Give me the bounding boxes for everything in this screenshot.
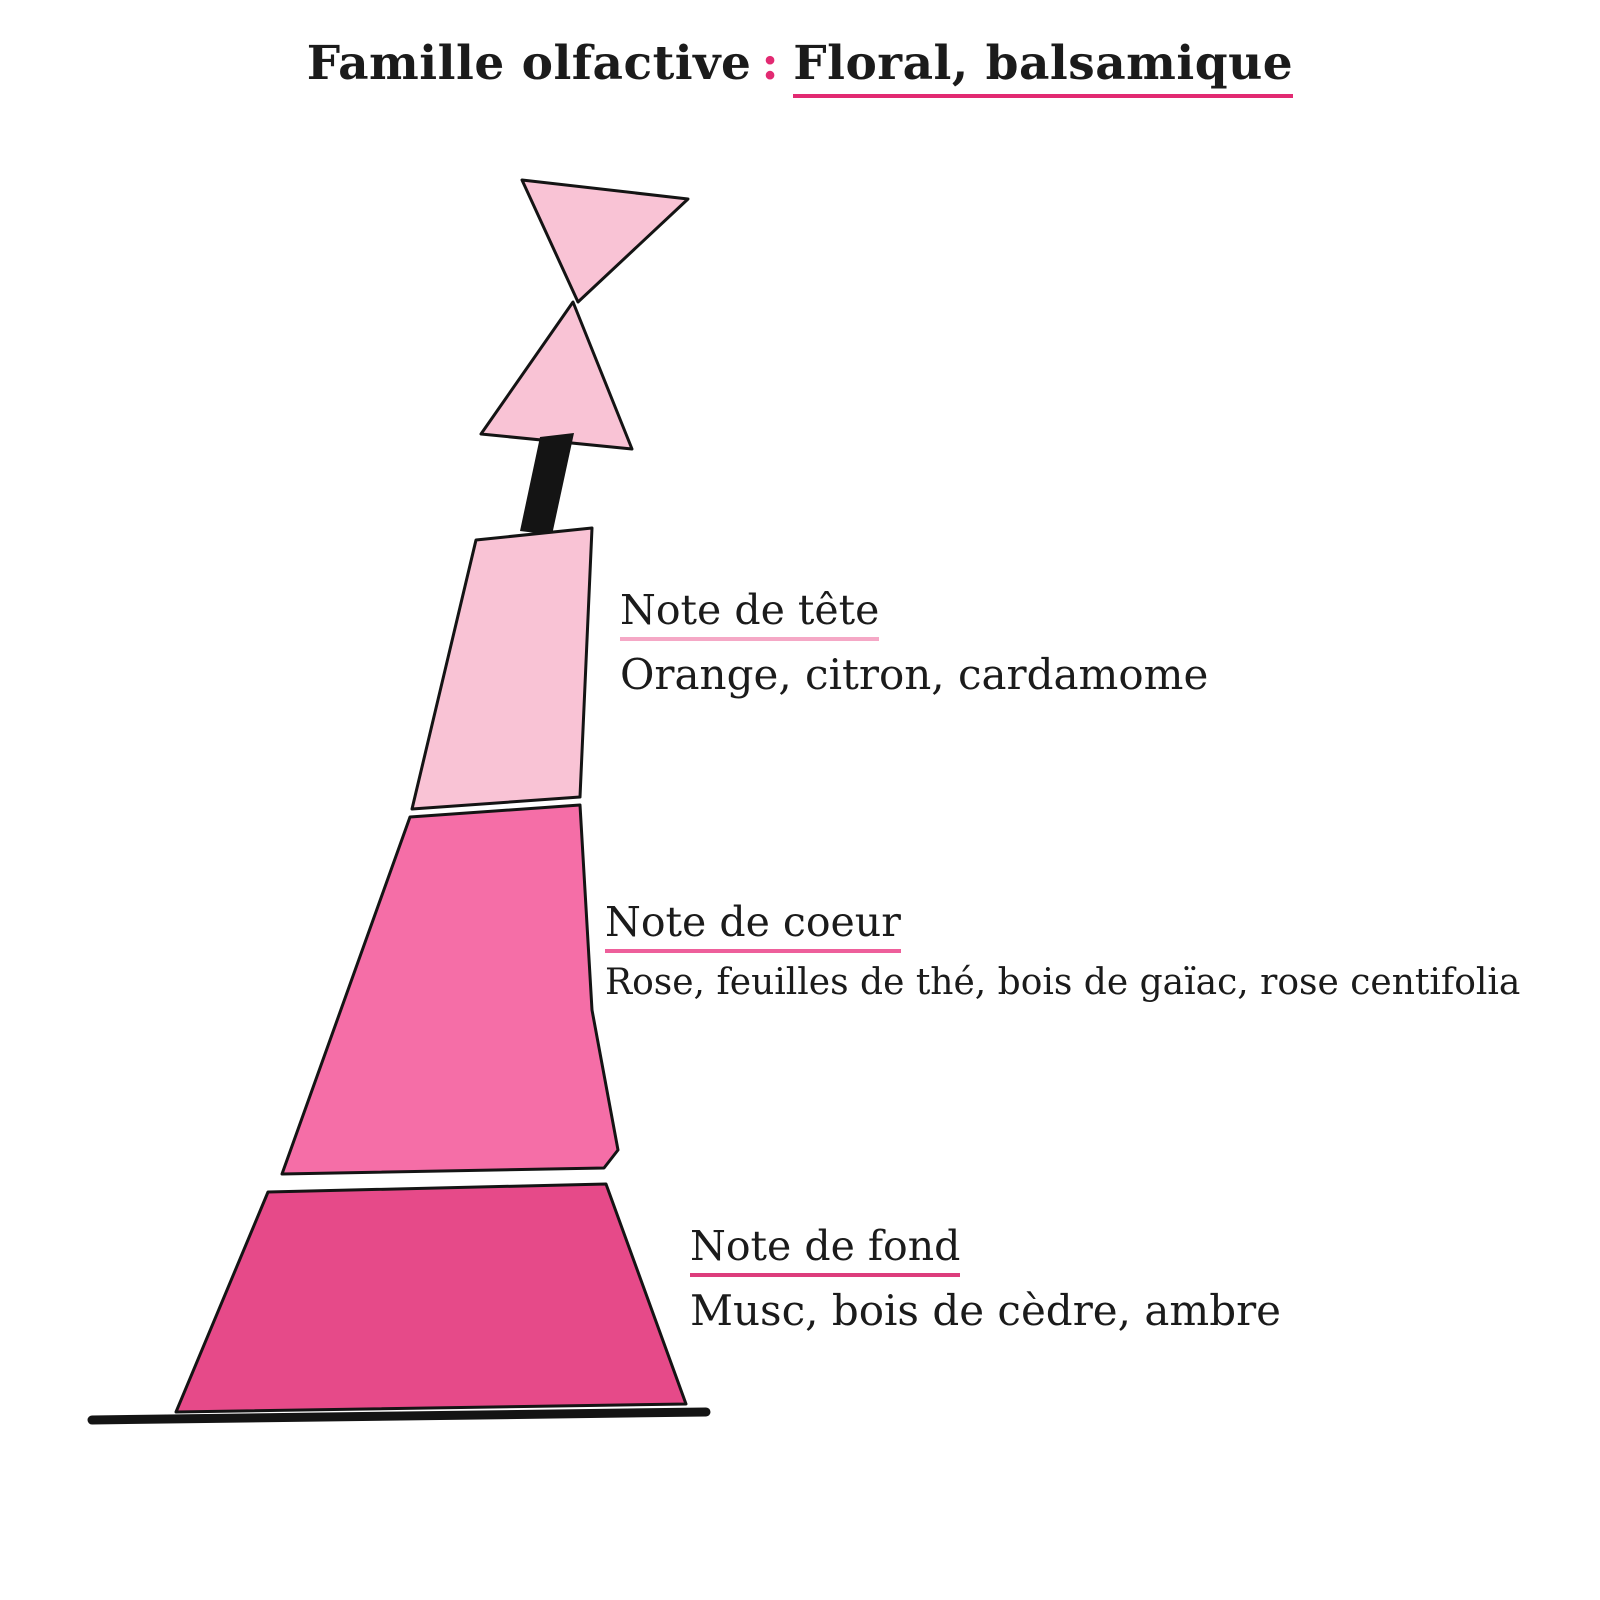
top-note-segment-shape — [410, 526, 594, 811]
note-coeur-block: Note de coeur Rose, feuilles de thé, boi… — [605, 898, 1520, 1003]
note-tete-title: Note de tête — [620, 586, 1208, 641]
note-fond-label: Note de fond — [690, 1222, 961, 1277]
title-separator: : — [761, 36, 780, 91]
note-coeur-ingredients: Rose, feuilles de thé, bois de gaïac, ro… — [605, 962, 1521, 1003]
page-title: Famille olfactive:Floral, balsamique — [0, 36, 1600, 98]
note-coeur-label: Note de coeur — [605, 898, 901, 953]
title-prefix: Famille olfactive — [306, 36, 752, 91]
note-fond-title: Note de fond — [690, 1222, 1281, 1277]
bow-top-triangle-shape — [520, 178, 690, 304]
bottle-neck-shape — [520, 433, 574, 535]
note-fond-ingredients: Musc, bois de cèdre, ambre — [690, 1286, 1282, 1335]
ground-line-shape — [87, 1407, 711, 1425]
title-family: Floral, balsamique — [793, 36, 1294, 98]
note-fond-block: Note de fond Musc, bois de cèdre, ambre — [690, 1222, 1281, 1335]
heart-note-segment-shape — [280, 803, 620, 1176]
base-note-segment-shape — [174, 1182, 688, 1414]
bow-bottom-triangle-shape — [479, 300, 634, 451]
note-tete-ingredients: Orange, citron, cardamome — [620, 650, 1209, 699]
note-coeur-title: Note de coeur — [605, 898, 1520, 953]
note-tete-label: Note de tête — [620, 586, 880, 641]
note-tete-block: Note de tête Orange, citron, cardamome — [620, 586, 1208, 699]
